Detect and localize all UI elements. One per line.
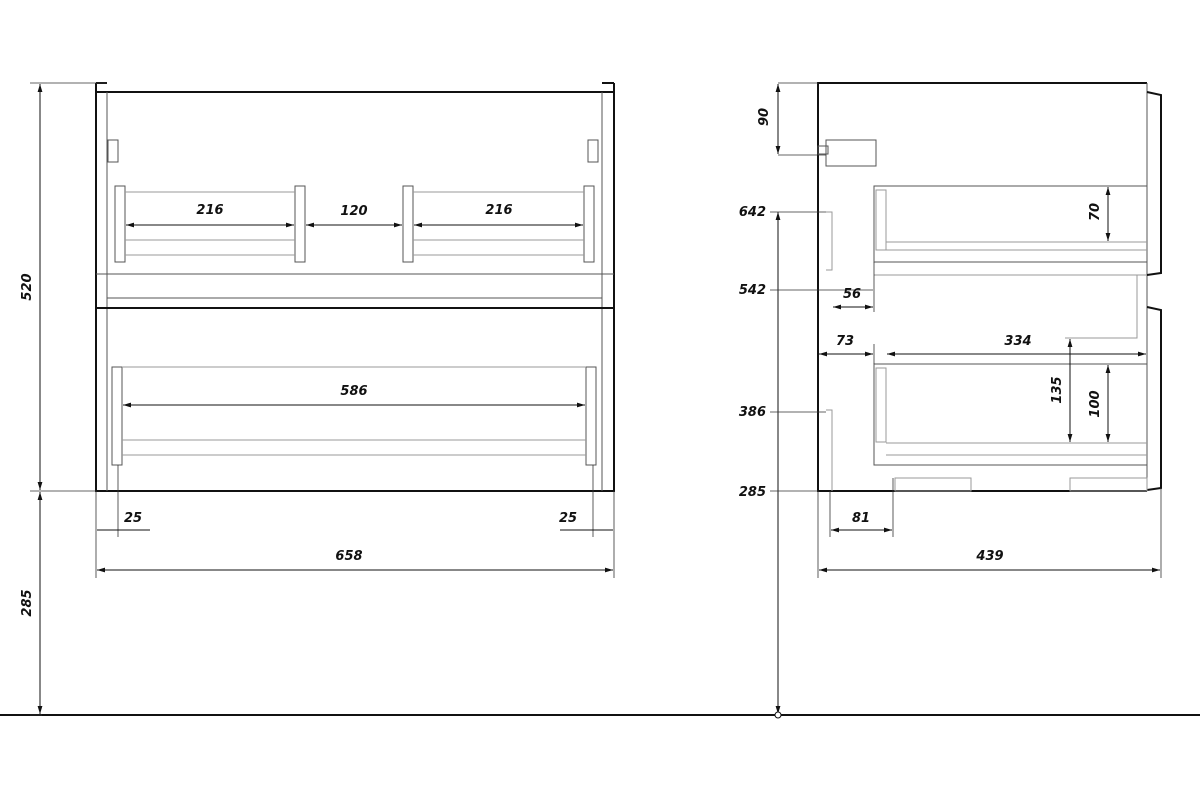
side-top-drawer-front	[1146, 91, 1162, 276]
dim-70-label: 70	[1088, 203, 1103, 221]
dim-334-label: 334	[1004, 334, 1031, 349]
dim-439-label: 439	[975, 549, 1003, 564]
front-lower-left-panel	[111, 366, 123, 466]
dim-216-right-label: 216	[485, 203, 512, 218]
dim-542-label: 542	[739, 283, 766, 298]
dim-216-left-label: 216	[196, 203, 223, 218]
dim-586-label: 586	[340, 384, 367, 399]
side-bottom-drawer-front	[1146, 306, 1162, 491]
dim-658-label: 658	[335, 549, 362, 564]
dim-386-label: 386	[739, 405, 766, 420]
front-view: 520 285 216 120 216 586 25 25 658	[20, 82, 615, 716]
dim-285-side-label: 285	[739, 485, 766, 500]
side-cabinet-outline	[817, 82, 1147, 492]
dim-56-label: 56	[843, 287, 861, 302]
dim-642-label: 642	[739, 205, 766, 220]
side-top-drawer	[873, 185, 1147, 263]
dim-81-label: 81	[852, 511, 870, 526]
side-view: 90 642 542 386 285 70 56 73 334 135 100	[739, 82, 1162, 719]
dim-25-right-label: 25	[559, 511, 577, 526]
siphon-box	[825, 139, 877, 167]
front-cabinet-outline	[95, 91, 615, 492]
front-right-hinge	[587, 139, 599, 163]
dim-90-label: 90	[757, 108, 772, 126]
front-lower-right-panel	[585, 366, 597, 466]
dim-73-label: 73	[836, 334, 854, 349]
dim-285-left-label: 285	[20, 589, 35, 616]
side-bottom-drawer	[873, 363, 1147, 466]
ground-marker-icon	[774, 711, 782, 719]
front-upper-left-panel	[114, 185, 126, 263]
dim-520-label: 520	[20, 273, 35, 300]
front-left-hinge	[107, 139, 119, 163]
dim-135-label: 135	[1050, 376, 1065, 403]
dim-120-label: 120	[340, 204, 367, 219]
front-upper-right-panel	[583, 185, 595, 263]
dim-100-label: 100	[1088, 390, 1103, 417]
dim-25-left-label: 25	[124, 511, 142, 526]
